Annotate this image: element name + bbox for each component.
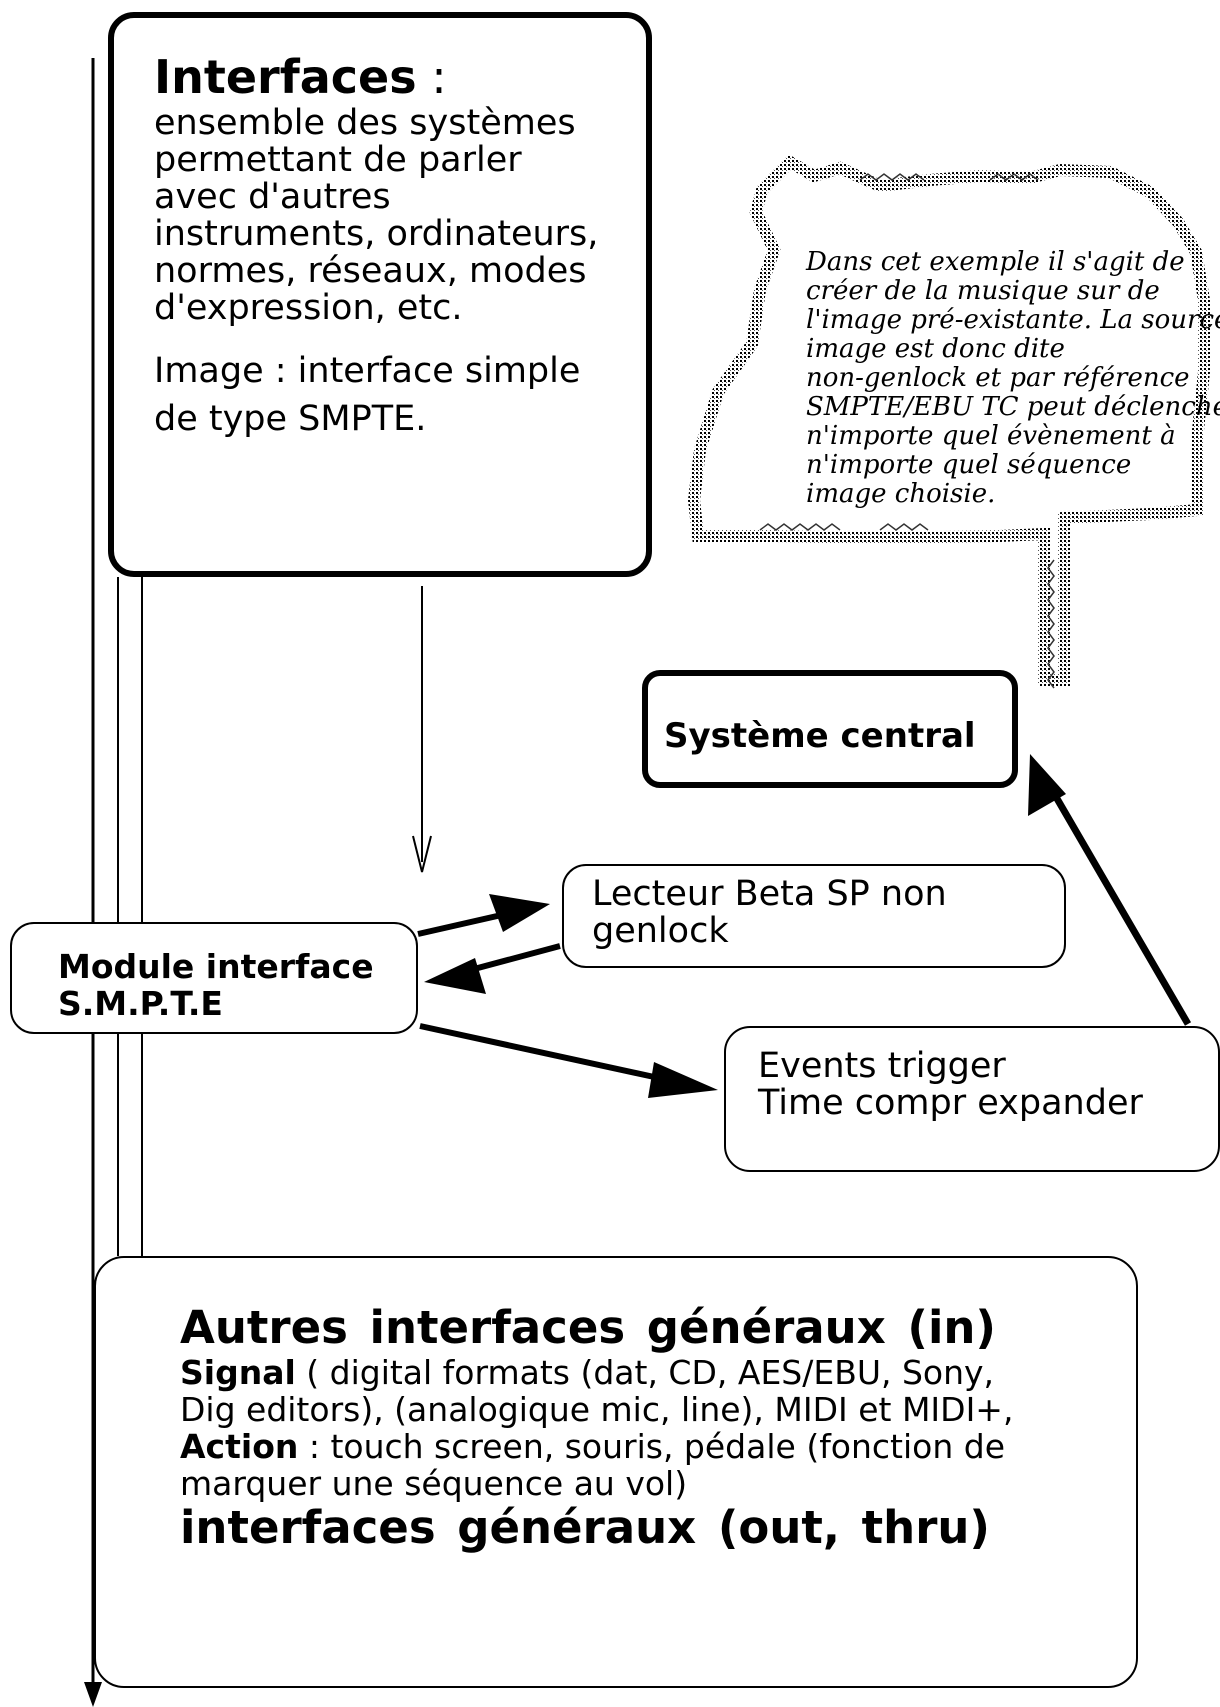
note-text: Dans cet exemple il s'agit de créer de l… — [806, 247, 1220, 509]
note-line: non-genlock et par référence — [806, 363, 1190, 393]
interfaces-description-line: instruments, ordinateurs, — [154, 213, 599, 254]
interfaces-box: Interfaces : ensemble des systèmes perme… — [108, 12, 652, 577]
signal-text-2: Dig editors), (analogique mic, line), MI… — [180, 1390, 1014, 1429]
down-arrowhead — [84, 1682, 102, 1707]
note-line: image est donc dite — [806, 334, 1065, 364]
interfaces-image-line: Image : interface simple — [154, 350, 581, 391]
interfaces-title-word: Interfaces — [154, 50, 417, 104]
interfaces-description: ensemble des systèmes permettant de parl… — [154, 102, 646, 328]
module-to-lecteur-arrowhead — [489, 894, 550, 932]
heading-in: Autres interfaces généraux (in) — [180, 1301, 996, 1354]
module-line: S.M.P.T.E — [58, 984, 223, 1023]
note-line: n'importe quel séquence — [806, 450, 1132, 480]
interfaces-title-colon: : — [416, 50, 447, 104]
note-line: créer de la musique sur de — [806, 276, 1160, 306]
action-line-1: Action : touch screen, souris, pédale (f… — [180, 1428, 1136, 1465]
action-label: Action — [180, 1427, 299, 1466]
note-line: image choisie. — [806, 479, 996, 509]
signal-line-1: Signal ( digital formats (dat, CD, AES/E… — [180, 1354, 1136, 1391]
interfaces-image-line: de type SMPTE. — [154, 398, 427, 439]
events-line: Events trigger — [758, 1046, 1006, 1086]
module-line: Module interface — [58, 947, 374, 986]
note-line: SMPTE/EBU TC peut déclencher — [806, 392, 1220, 422]
central-system-box: Système central — [642, 670, 1018, 788]
interfaces-title: Interfaces : — [154, 52, 646, 103]
interfaces-image-note: Image : interface simple de type SMPTE. — [154, 347, 646, 443]
note-line: n'importe quel évènement à — [806, 421, 1176, 451]
note-line: l'image pré-existante. La source — [806, 305, 1220, 335]
interfaces-description-line: normes, réseaux, modes — [154, 250, 587, 291]
events-to-central-arrowhead — [1028, 754, 1066, 816]
signal-label: Signal — [180, 1353, 296, 1392]
interfaces-description-line: d'expression, etc. — [154, 287, 463, 328]
interfaces-description-line: avec d'autres — [154, 176, 391, 217]
module-to-events-arrowhead — [648, 1062, 718, 1098]
module-interface-box: Module interface S.M.P.T.E — [10, 922, 418, 1034]
autres-interfaces-box: Autres interfaces généraux (in) Signal (… — [94, 1256, 1138, 1688]
note-bubble-outline — [687, 154, 1210, 686]
interfaces-down-arrowhead — [412, 835, 432, 873]
action-text-1: : touch screen, souris, pédale (fonction… — [298, 1427, 1006, 1466]
lecteur-line: Lecteur Beta SP non — [592, 874, 947, 914]
note-bubble-zigzag — [759, 173, 1055, 689]
events-to-central-arrow — [1048, 788, 1192, 1026]
lecteur-to-module-arrowhead — [424, 958, 486, 994]
action-text-2: marquer une séquence au vol) — [180, 1464, 688, 1503]
events-line: Time compr expander — [758, 1083, 1143, 1123]
module-to-events-arrow — [419, 1023, 669, 1083]
heading-out: interfaces généraux (out, thru) — [180, 1501, 990, 1554]
interfaces-description-line: permettant de parler — [154, 139, 522, 180]
interfaces-description-line: ensemble des systèmes — [154, 102, 576, 143]
lecteur-line: genlock — [592, 911, 729, 951]
signal-text-1: ( digital formats (dat, CD, AES/EBU, Son… — [295, 1353, 995, 1392]
note-line: Dans cet exemple il s'agit de — [806, 247, 1185, 277]
lecteur-box: Lecteur Beta SP non genlock — [562, 864, 1066, 968]
events-box: Events trigger Time compr expander — [724, 1026, 1220, 1172]
central-system-label: Système central — [664, 716, 976, 756]
